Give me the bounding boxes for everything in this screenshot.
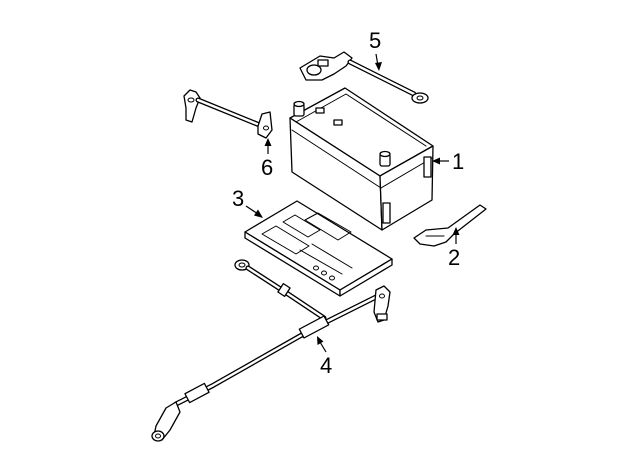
leader-lines (245, 53, 460, 353)
ground-strap (183, 89, 273, 139)
battery (289, 87, 434, 231)
battery-terminal-positive (379, 150, 391, 167)
callout-4: 4 (320, 353, 332, 378)
battery-terminal-negative (293, 100, 305, 117)
callout-5: 5 (369, 28, 381, 53)
callout-3: 3 (232, 186, 244, 211)
negative-cable (151, 259, 391, 442)
callout-6: 6 (261, 155, 273, 180)
positive-cable (299, 51, 429, 104)
callout-2: 2 (448, 245, 460, 270)
battery-tray (244, 200, 393, 297)
callout-1: 1 (452, 149, 464, 174)
hold-down-bracket (413, 204, 487, 247)
